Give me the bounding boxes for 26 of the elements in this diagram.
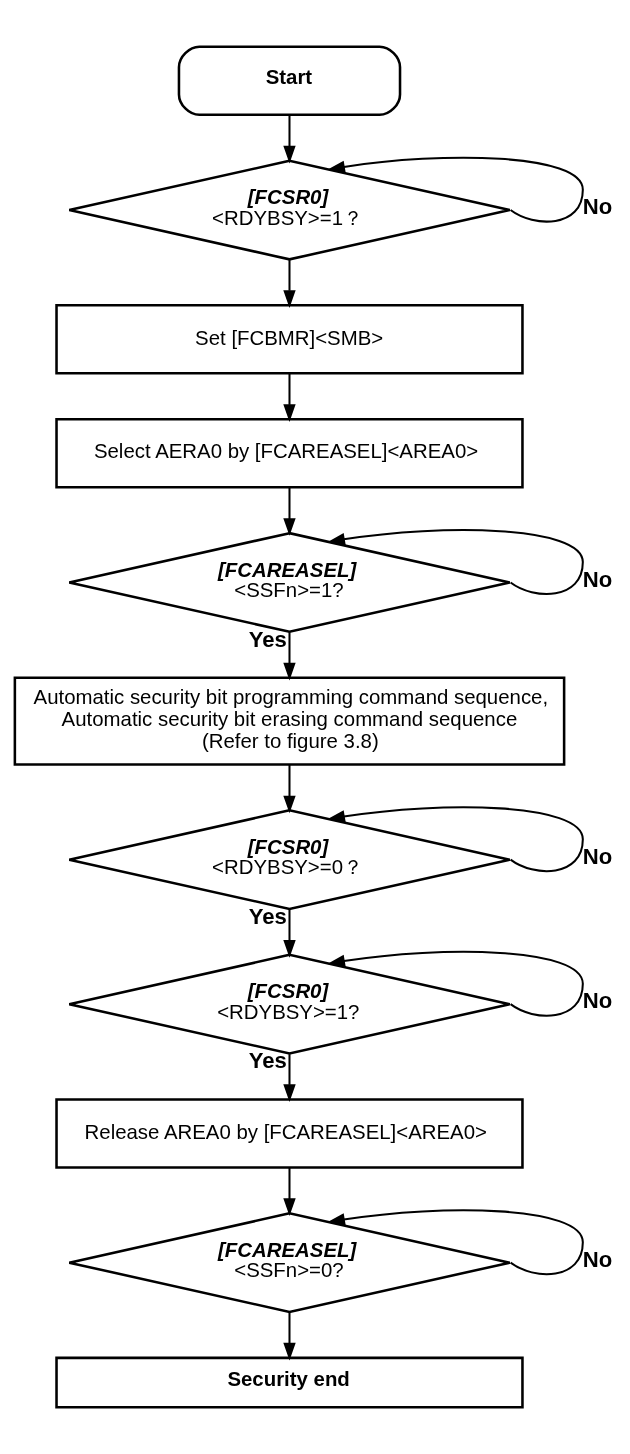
arrow <box>283 1167 296 1217</box>
arrow <box>327 156 584 223</box>
arrow <box>327 806 584 873</box>
arrow <box>283 909 296 958</box>
node-box: Security end <box>55 1356 524 1409</box>
node-box: Start <box>177 45 402 117</box>
edge-label: No <box>582 988 613 1014</box>
arrow <box>327 529 584 595</box>
arrow <box>327 1209 584 1276</box>
arrow <box>283 114 296 164</box>
node-box: Set [FCBMR]<SMB> <box>55 304 524 375</box>
node-box: Release AREA0 by [FCAREASEL]<AREA0> <box>55 1098 524 1169</box>
arrow <box>283 260 296 308</box>
edge-label: No <box>582 566 613 592</box>
arrow <box>283 632 296 681</box>
edge-label: No <box>582 1246 613 1272</box>
arrow <box>283 764 296 814</box>
arrow <box>327 950 584 1017</box>
arrow <box>283 1312 296 1361</box>
node-box: Automatic security bit programming command sequence, Automatic security bit erasing command sequence (Refer to figure 3.8) <box>13 676 566 766</box>
arrow <box>283 373 296 422</box>
arrow <box>283 487 296 536</box>
arrow <box>283 1054 296 1103</box>
node-box: Select AERA0 by [FCAREASEL]<AREA0> <box>55 417 524 489</box>
edge-label: No <box>582 843 613 869</box>
edge-label: No <box>582 194 613 220</box>
